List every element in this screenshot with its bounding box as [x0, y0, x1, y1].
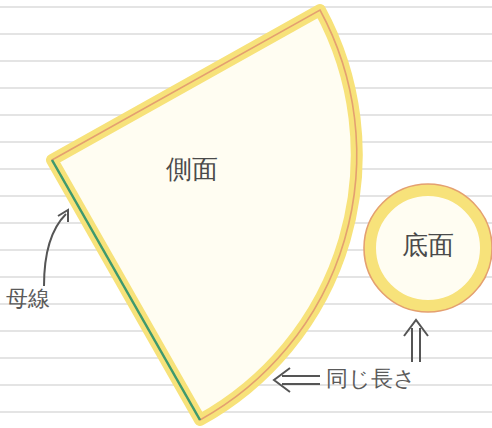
generatrix-label: 母線	[6, 286, 50, 312]
leader-arrow	[44, 214, 66, 286]
double-arrow	[404, 320, 428, 362]
same-length-label: 同じ長さ	[326, 366, 416, 392]
generatrix-line	[52, 160, 200, 420]
face-name: 底面	[402, 230, 454, 261]
circle-fill	[370, 190, 486, 306]
lateral-face-sector: 側面	[52, 8, 352, 422]
double-arrow	[274, 368, 320, 392]
sector-outline	[52, 10, 357, 420]
base-circle: 底面	[362, 182, 492, 314]
sector-fill	[52, 10, 357, 420]
arrow-head	[58, 210, 68, 222]
lateral-face-sector-outline	[52, 8, 352, 422]
face-name: 側面	[166, 154, 218, 185]
circle-outline	[364, 184, 492, 312]
